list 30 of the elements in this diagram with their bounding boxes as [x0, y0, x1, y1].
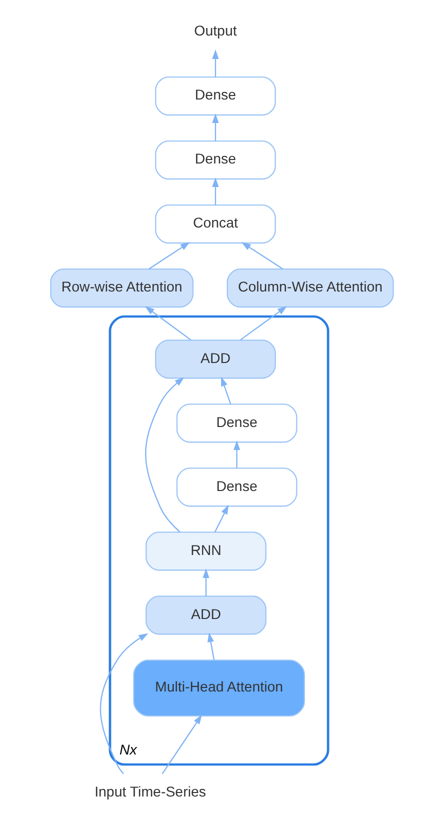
arrow [214, 504, 228, 532]
node-box: Dense [176, 468, 297, 507]
arrow [240, 242, 283, 270]
arrow [144, 377, 184, 532]
arrow [148, 242, 190, 270]
node-text: Input Time-Series [94, 784, 206, 801]
node-box: Dense [154, 140, 276, 180]
arrow [212, 177, 218, 206]
arrow [220, 376, 231, 404]
node-box: Column-Wise Attention [226, 268, 394, 308]
node-box: RNN [145, 532, 266, 571]
node-label: Nx [118, 742, 136, 759]
node-box: ADD [145, 596, 266, 635]
arrow [240, 306, 286, 340]
cluster [108, 315, 329, 766]
arrow [212, 113, 218, 142]
arrow [144, 306, 191, 340]
node-box: Dense [154, 76, 276, 116]
arrow [212, 49, 218, 78]
node-box: Dense [176, 404, 297, 443]
node-box: Concat [154, 204, 276, 244]
arrow [206, 632, 214, 660]
node-box: ADD [154, 340, 276, 379]
arrow [232, 440, 240, 468]
node-box: Multi-Head Attention [132, 660, 304, 716]
arrow [202, 568, 209, 596]
arrow [161, 714, 202, 774]
arrow [99, 633, 148, 774]
node-box: Row-wise Attention [50, 268, 194, 308]
node-text: Output [194, 24, 236, 40]
